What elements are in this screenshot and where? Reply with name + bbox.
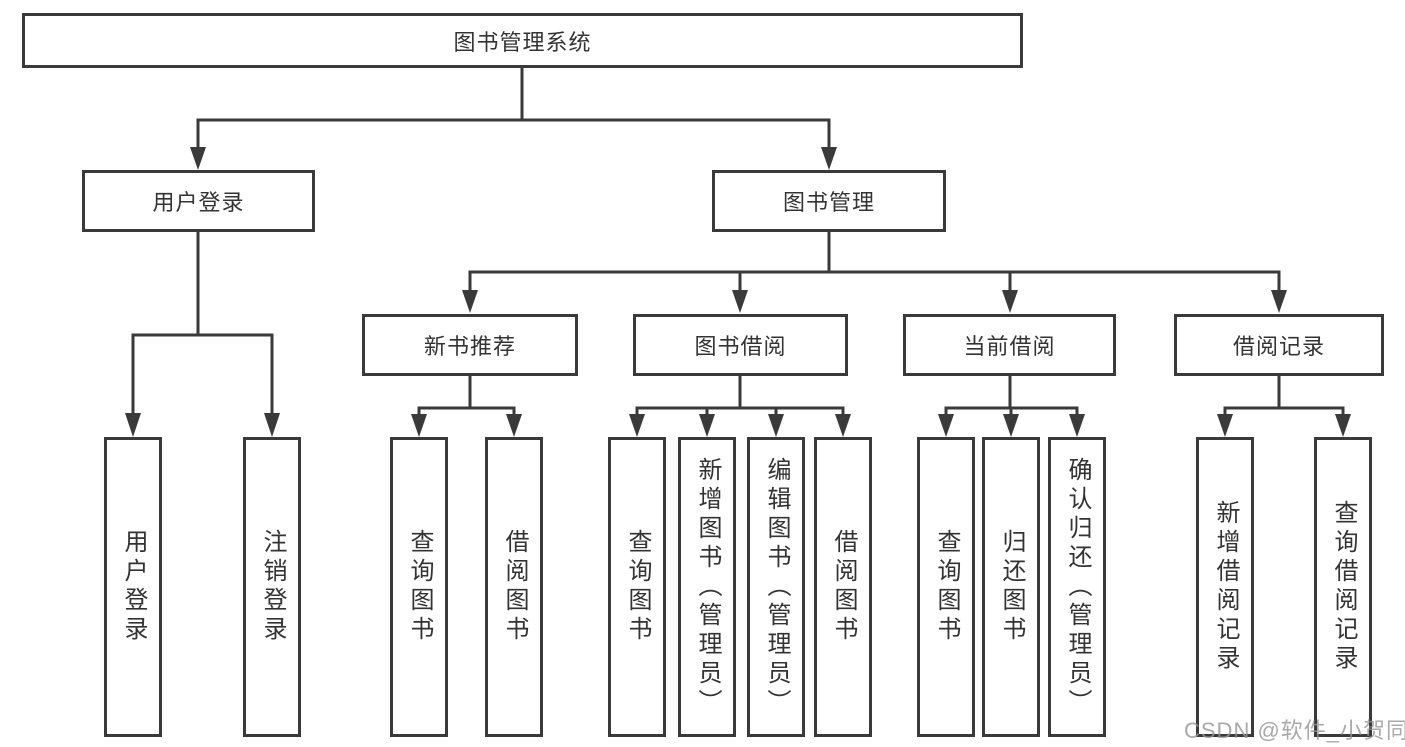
node-root-label: 图书管理系统	[453, 29, 592, 55]
leaf-confirm-return-admin: 确认归还（管理员）	[1048, 437, 1106, 737]
arrow-down-icon	[732, 290, 748, 313]
leaf-user-login: 用户登录	[104, 437, 162, 737]
arrow-down-icon	[629, 414, 645, 437]
arrow-down-icon	[1335, 414, 1351, 437]
leaf-label: 确认归还（管理员）	[1064, 456, 1091, 718]
connector-new-book-branch	[417, 374, 516, 421]
arrow-down-icon	[768, 414, 784, 437]
leaf-query-book-2: 查询图书	[608, 437, 666, 737]
leaf-add-borrow-record: 新增借阅记录	[1196, 437, 1254, 737]
leaf-label: 借阅图书	[501, 529, 528, 645]
arrow-down-icon	[835, 414, 851, 437]
leaf-add-book-admin: 新增图书（管理员）	[678, 437, 736, 737]
arrow-down-icon	[699, 414, 715, 437]
arrow-down-icon	[125, 413, 141, 437]
node-current-borrow-label: 当前借阅	[963, 334, 1056, 359]
arrow-down-icon	[821, 147, 837, 170]
arrow-down-icon	[506, 414, 522, 437]
arrow-down-icon	[1217, 414, 1233, 437]
arrow-down-icon	[1002, 290, 1018, 313]
arrow-down-icon	[938, 414, 954, 437]
leaf-query-book-3: 查询图书	[917, 437, 975, 737]
leaf-label: 注销登录	[259, 529, 286, 645]
node-root-system: 图书管理系统	[22, 13, 1023, 68]
arrowheads	[125, 147, 1351, 437]
leaf-label: 借阅图书	[830, 529, 857, 645]
node-new-book-label: 新书推荐	[423, 334, 516, 359]
node-current-borrow: 当前借阅	[903, 314, 1116, 376]
node-borrow-record: 借阅记录	[1174, 314, 1384, 376]
leaf-label: 查询图书	[406, 529, 433, 645]
leaf-return-book: 归还图书	[982, 437, 1040, 737]
leaf-edit-book-admin: 编辑图书（管理员）	[747, 437, 805, 737]
node-book-management-label: 图书管理	[782, 190, 875, 215]
connector-borrow-branch	[635, 374, 845, 421]
leaf-label: 查询图书	[933, 529, 960, 645]
leaf-borrow-book-1: 借阅图书	[485, 437, 543, 737]
arrow-down-icon	[1271, 290, 1287, 313]
node-new-book-recommend: 新书推荐	[362, 314, 578, 376]
node-book-borrow: 图书借阅	[633, 314, 848, 376]
arrow-down-icon	[190, 147, 206, 170]
node-book-management: 图书管理	[712, 170, 946, 232]
leaf-label: 新增图书（管理员）	[694, 456, 721, 718]
connector-root-to-level2	[196, 66, 831, 152]
csdn-watermark: CSDN @软件_小贺同学	[1184, 718, 1405, 743]
leaf-label: 查询图书	[624, 529, 651, 645]
connector-user-login-branch	[131, 230, 274, 418]
leaf-label: 编辑图书（管理员）	[763, 456, 790, 718]
leaf-logout: 注销登录	[243, 437, 301, 737]
node-book-borrow-label: 图书借阅	[694, 334, 787, 359]
leaf-query-borrow-record: 查询借阅记录	[1314, 437, 1372, 737]
connector-current-branch	[944, 374, 1079, 421]
leaf-borrow-book-2: 借阅图书	[814, 437, 872, 737]
arrow-down-icon	[264, 413, 280, 437]
leaf-label: 新增借阅记录	[1212, 500, 1239, 674]
connector-book-mgmt-to-level3	[468, 230, 1281, 295]
arrow-down-icon	[462, 290, 478, 313]
arrow-down-icon	[411, 414, 427, 437]
node-user-login-label: 用户登录	[152, 190, 245, 215]
leaf-query-book-1: 查询图书	[390, 437, 448, 737]
node-borrow-record-label: 借阅记录	[1232, 334, 1325, 359]
arrow-down-icon	[1069, 414, 1085, 437]
leaf-label: 归还图书	[998, 529, 1025, 645]
leaf-label: 用户登录	[120, 529, 147, 645]
arrow-down-icon	[1003, 414, 1019, 437]
connector-record-branch	[1223, 374, 1345, 421]
leaf-label: 查询借阅记录	[1330, 500, 1357, 674]
node-user-login: 用户登录	[82, 170, 315, 232]
